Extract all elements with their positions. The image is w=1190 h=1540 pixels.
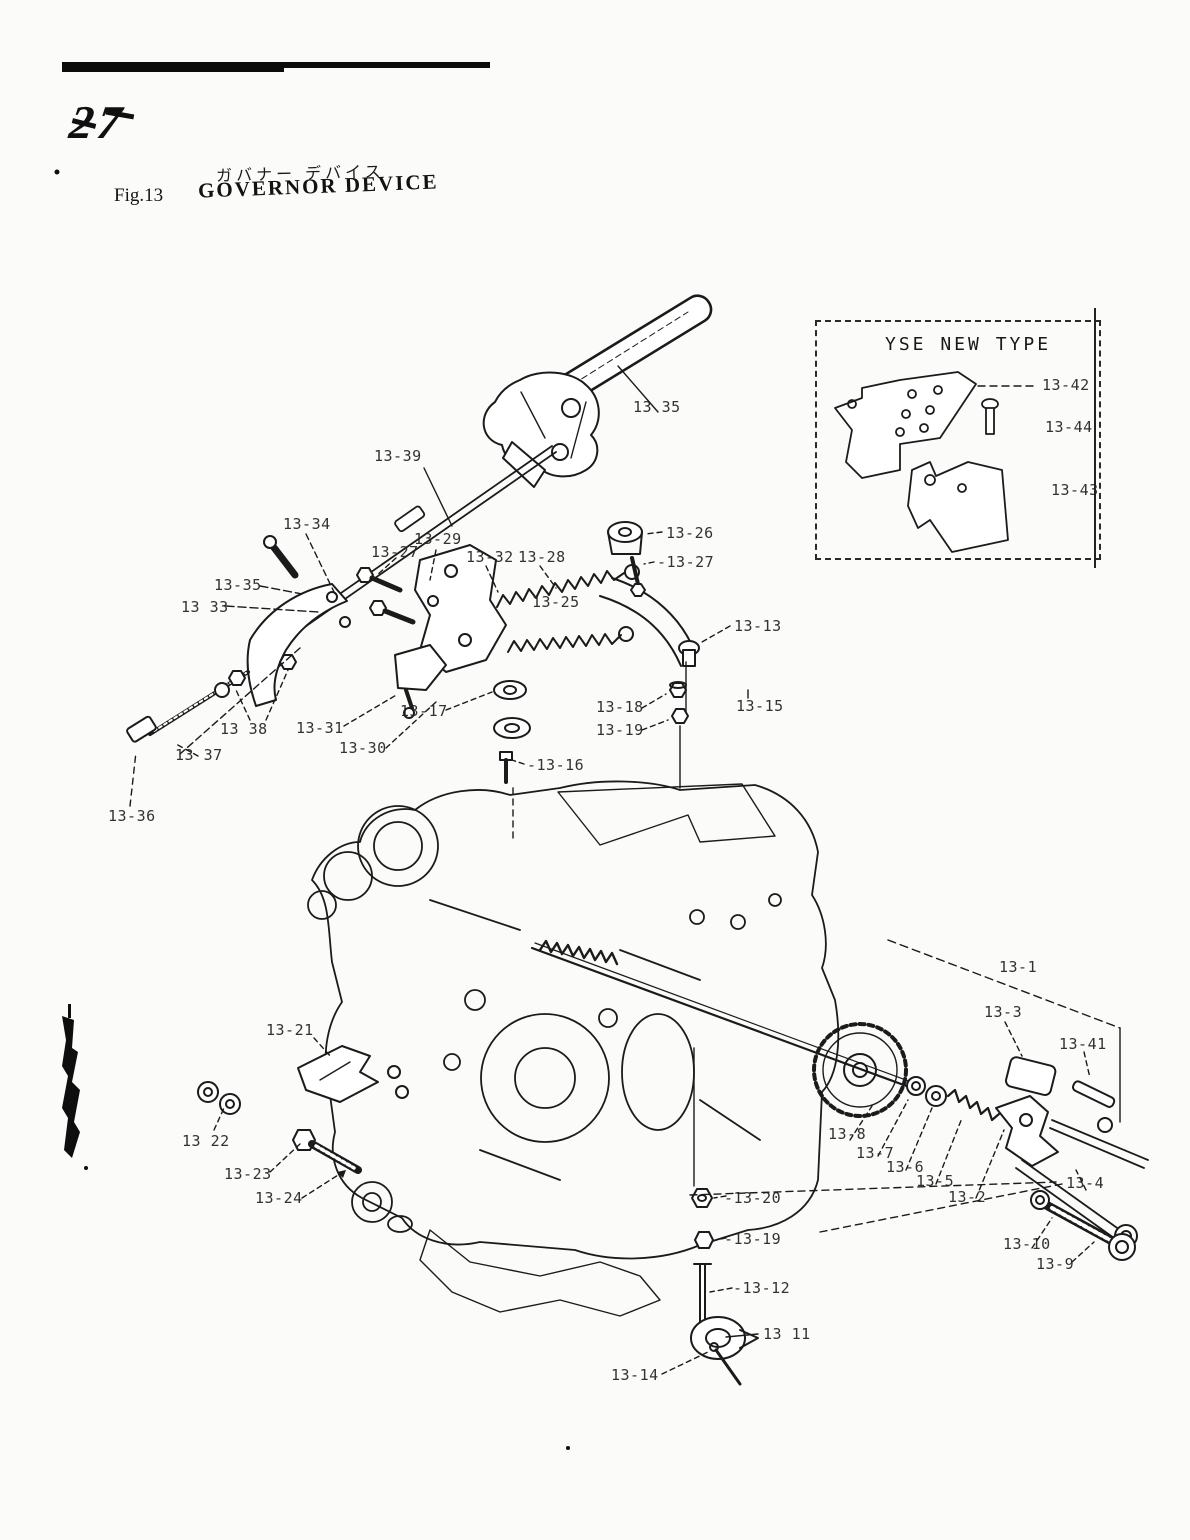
bracket-drawing [197, 1045, 409, 1174]
left-lever-drawing [126, 535, 351, 743]
leader-lines [129, 365, 1121, 1375]
inset-title: YSE NEW TYPE [885, 334, 1052, 355]
gear-assembly-drawing [812, 1022, 1149, 1261]
inset-parts-drawing [834, 371, 1009, 553]
scan-artifacts [54, 169, 570, 1450]
inset-right-rule [1094, 308, 1096, 568]
bottom-parts-drawing [690, 1188, 759, 1386]
governor-plate-drawing [356, 544, 507, 719]
control-lever-drawing [482, 294, 713, 488]
top-rule-right [250, 62, 490, 68]
inset-box: YSE NEW TYPE [815, 320, 1101, 560]
engine-block-drawing [307, 780, 915, 1317]
springs-drawing [493, 521, 700, 784]
top-rule-left [62, 62, 284, 72]
figure-label: Fig.13 [114, 185, 164, 206]
